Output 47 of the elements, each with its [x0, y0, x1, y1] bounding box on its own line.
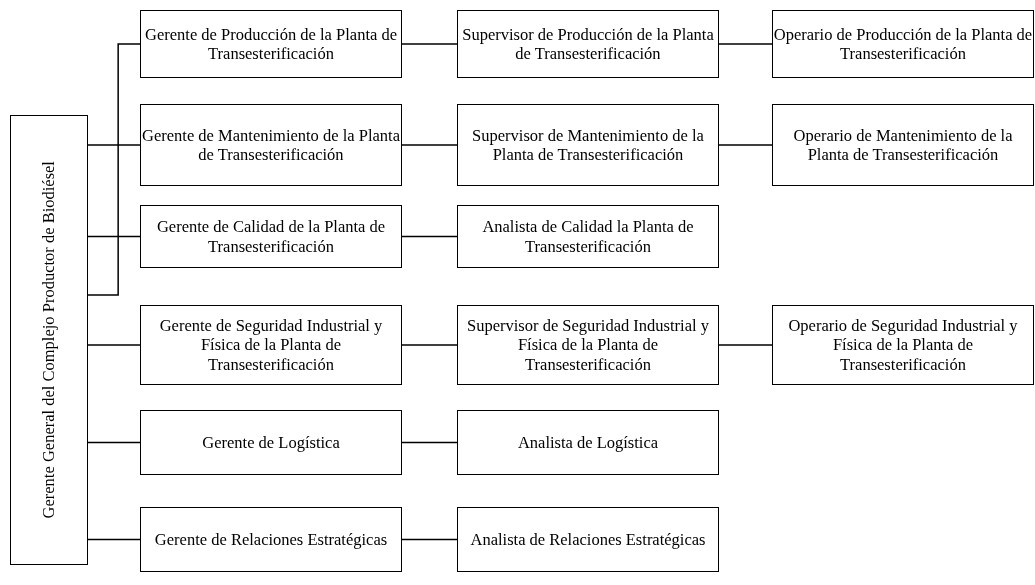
role-box — [140, 410, 402, 475]
role-box — [140, 10, 402, 78]
connector-line — [718, 344, 773, 346]
role-box — [140, 305, 402, 385]
connector-line — [401, 344, 458, 346]
connector-line — [718, 144, 773, 146]
role-box — [457, 305, 719, 385]
role-title: Gerente de Mantenimiento de la Planta de Transesterificación — [141, 125, 401, 165]
connector-line — [401, 538, 458, 541]
connector-line — [87, 344, 141, 346]
role-title: Supervisor de Mantenimiento de la Planta de Transesterificación — [471, 125, 705, 165]
role-title: Gerente de Relaciones Estratégicas — [154, 529, 388, 550]
connector-line — [87, 144, 141, 146]
role-title: Operario de Producción de la Planta de Transesterificación — [773, 24, 1033, 64]
role-title: Gerente General del Complejo Productor de Biodiésel — [39, 160, 59, 521]
connector-line — [401, 235, 458, 238]
role-title: Gerente de Calidad de la Planta de Transesterificación — [155, 217, 387, 256]
role-box — [772, 305, 1034, 385]
role-box — [140, 104, 402, 186]
role-title: Operario de Seguridad Industrial y Física de la Planta de Transesterificación — [787, 315, 1019, 375]
role-title: Analista de Logística — [517, 432, 659, 453]
role-title: Operario de Mantenimiento de la Planta de Transesterificación — [792, 125, 1014, 165]
role-box — [457, 104, 719, 186]
role-title: Supervisor de Producción de la Planta de Transesterificación — [461, 24, 715, 64]
role-box — [772, 10, 1034, 78]
role-title: Analista de Calidad la Planta de Transesterificación — [481, 217, 695, 256]
connector-line — [401, 441, 458, 444]
role-box — [140, 507, 402, 572]
connector-line — [401, 144, 458, 146]
connector-line — [87, 43, 141, 296]
connector-line — [401, 43, 458, 45]
role-box — [457, 10, 719, 78]
root-box — [10, 115, 88, 565]
connector-line — [718, 43, 773, 45]
role-title: Analista de Relaciones Estratégicas — [470, 529, 706, 550]
role-box — [457, 205, 719, 268]
role-title: Gerente de Producción de la Planta de Transesterificación — [144, 24, 398, 64]
connector-line — [87, 441, 141, 444]
connector-line — [87, 235, 141, 238]
role-title: Gerente de Seguridad Industrial y Física de la Planta de Transesterificación — [158, 315, 384, 375]
role-box — [457, 410, 719, 475]
role-title: Supervisor de Seguridad Industrial y Física de la Planta de Transesterificación — [466, 315, 710, 375]
connector-line — [87, 538, 141, 541]
role-box — [140, 205, 402, 268]
role-box — [772, 104, 1034, 186]
role-title: Gerente de Logística — [202, 432, 340, 453]
role-box — [457, 507, 719, 572]
